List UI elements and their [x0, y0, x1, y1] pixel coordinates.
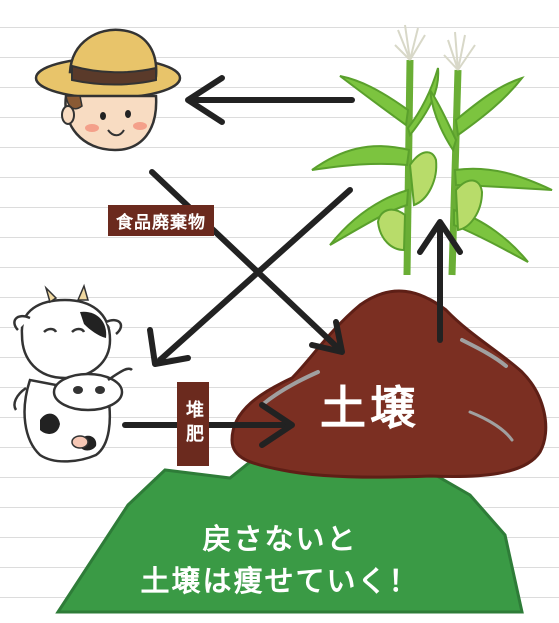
- compost-label: 堆肥: [177, 382, 209, 466]
- arrow-farmer-to-soil: [149, 169, 341, 351]
- warning-message: 戻さないと 土壌は痩せていく！: [60, 518, 500, 602]
- warning-line-1: 戻さないと: [202, 522, 358, 556]
- soil-label: 土壌: [320, 381, 420, 435]
- warning-line-2: 土壌は痩せていく！: [140, 564, 420, 598]
- food-waste-label: 食品廃棄物: [108, 205, 214, 236]
- arrow-corn-to-cow: [157, 187, 353, 363]
